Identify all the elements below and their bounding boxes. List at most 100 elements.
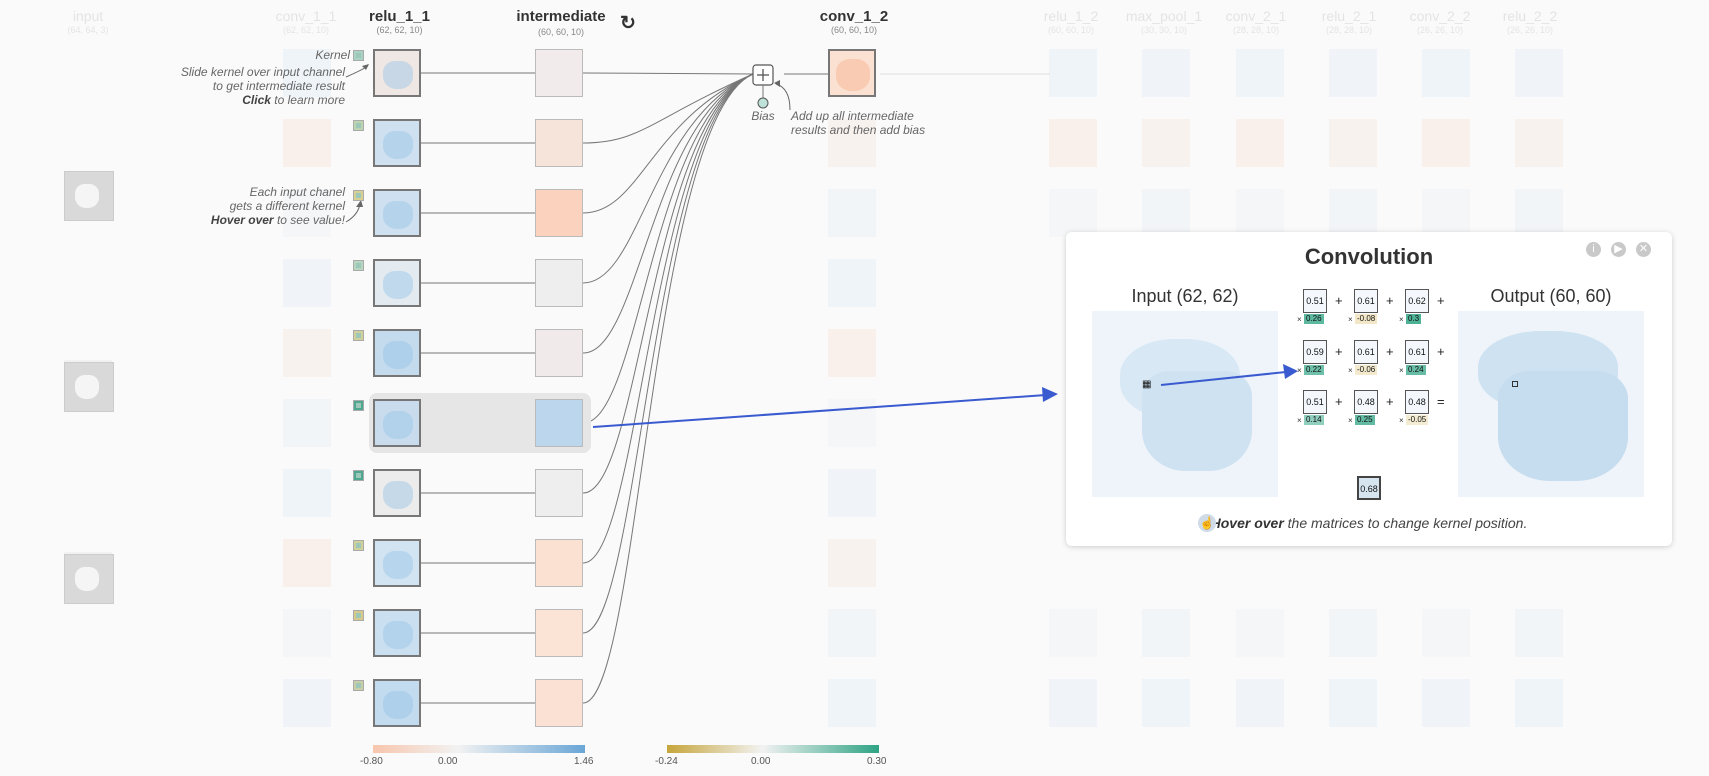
input-thumbnail-blue[interactable] <box>64 554 114 604</box>
kernel-weight-cell[interactable]: 0.26 <box>1304 314 1324 324</box>
info-icon[interactable]: i <box>1586 242 1601 257</box>
relu-1-1-channel-6[interactable] <box>373 469 421 517</box>
relu-1-1-channel-3[interactable] <box>373 259 421 307</box>
intermediate-channel-6[interactable] <box>535 469 583 517</box>
input-value-cell[interactable]: 0.61 <box>1354 289 1378 313</box>
faded-feature-map[interactable] <box>1049 189 1097 237</box>
relu-1-1-channel-5[interactable] <box>373 399 421 447</box>
faded-feature-map[interactable] <box>283 539 331 587</box>
faded-feature-map[interactable] <box>1515 49 1563 97</box>
faded-feature-map[interactable] <box>1049 609 1097 657</box>
faded-feature-map[interactable] <box>1049 119 1097 167</box>
faded-feature-map[interactable] <box>828 609 876 657</box>
faded-feature-map[interactable] <box>1142 609 1190 657</box>
kernel-icon-2[interactable] <box>353 190 364 201</box>
faded-feature-map[interactable] <box>1515 609 1563 657</box>
faded-feature-map[interactable] <box>1142 49 1190 97</box>
relu-1-1-channel-2[interactable] <box>373 189 421 237</box>
faded-feature-map[interactable] <box>1236 679 1284 727</box>
intermediate-channel-3[interactable] <box>535 259 583 307</box>
faded-feature-map[interactable] <box>828 329 876 377</box>
bias-node[interactable] <box>757 97 769 109</box>
faded-feature-map[interactable] <box>828 189 876 237</box>
faded-feature-map[interactable] <box>1329 679 1377 727</box>
intermediate-channel-5[interactable] <box>535 399 583 447</box>
kernel-weight-cell[interactable]: -0.05 <box>1406 415 1429 425</box>
faded-feature-map[interactable] <box>1422 189 1470 237</box>
faded-feature-map[interactable] <box>1515 679 1563 727</box>
kernel-weight-cell[interactable]: 0.14 <box>1304 415 1324 425</box>
input-value-cell[interactable]: 0.61 <box>1405 340 1429 364</box>
kernel-icon-8[interactable] <box>353 610 364 621</box>
input-value-cell[interactable]: 0.48 <box>1405 390 1429 414</box>
kernel-icon-6[interactable] <box>353 470 364 481</box>
input-value-cell[interactable]: 0.51 <box>1303 289 1327 313</box>
kernel-icon-7[interactable] <box>353 540 364 551</box>
faded-feature-map[interactable] <box>283 679 331 727</box>
faded-feature-map[interactable] <box>1422 609 1470 657</box>
output-matrix[interactable] <box>1458 311 1644 497</box>
faded-feature-map[interactable] <box>283 119 331 167</box>
faded-feature-map[interactable] <box>1329 119 1377 167</box>
result-value[interactable]: 0.68 <box>1357 476 1381 500</box>
faded-feature-map[interactable] <box>1236 119 1284 167</box>
input-value-cell[interactable]: 0.62 <box>1405 289 1429 313</box>
kernel-icon-0[interactable] <box>353 50 364 61</box>
faded-feature-map[interactable] <box>283 329 331 377</box>
faded-feature-map[interactable] <box>1515 189 1563 237</box>
faded-feature-map[interactable] <box>1329 49 1377 97</box>
intermediate-channel-8[interactable] <box>535 609 583 657</box>
input-thumbnail-green[interactable] <box>64 362 114 412</box>
kernel-weight-cell[interactable]: 0.25 <box>1355 415 1375 425</box>
faded-feature-map[interactable] <box>283 399 331 447</box>
relu-1-1-channel-9[interactable] <box>373 679 421 727</box>
conv-1-2-output-node[interactable] <box>828 49 876 97</box>
faded-feature-map[interactable] <box>1422 119 1470 167</box>
faded-feature-map[interactable] <box>283 189 331 237</box>
relu-1-1-channel-0[interactable] <box>373 49 421 97</box>
faded-feature-map[interactable] <box>1422 49 1470 97</box>
kernel-window-icon[interactable]: ▦ <box>1142 379 1152 390</box>
kernel-weight-cell[interactable]: 0.3 <box>1406 314 1422 324</box>
faded-feature-map[interactable] <box>828 539 876 587</box>
kernel-icon-5[interactable] <box>353 400 364 411</box>
input-thumbnail-red[interactable] <box>64 171 114 221</box>
faded-feature-map[interactable] <box>828 119 876 167</box>
input-value-cell[interactable]: 0.48 <box>1354 390 1378 414</box>
intermediate-channel-2[interactable] <box>535 189 583 237</box>
refresh-icon[interactable]: ↻ <box>620 13 636 34</box>
kernel-icon-9[interactable] <box>353 680 364 691</box>
faded-feature-map[interactable] <box>1329 609 1377 657</box>
faded-feature-map[interactable] <box>283 469 331 517</box>
faded-feature-map[interactable] <box>1236 609 1284 657</box>
faded-feature-map[interactable] <box>1515 119 1563 167</box>
input-value-cell[interactable]: 0.61 <box>1354 340 1378 364</box>
kernel-icon-4[interactable] <box>353 330 364 341</box>
faded-feature-map[interactable] <box>828 679 876 727</box>
faded-feature-map[interactable] <box>283 609 331 657</box>
relu-1-1-channel-7[interactable] <box>373 539 421 587</box>
faded-feature-map[interactable] <box>1142 189 1190 237</box>
relu-1-1-channel-1[interactable] <box>373 119 421 167</box>
faded-feature-map[interactable] <box>828 469 876 517</box>
kernel-icon-1[interactable] <box>353 120 364 131</box>
faded-feature-map[interactable] <box>1422 679 1470 727</box>
input-value-cell[interactable]: 0.59 <box>1303 340 1327 364</box>
close-icon[interactable]: ✕ <box>1636 242 1651 257</box>
relu-1-1-channel-8[interactable] <box>373 609 421 657</box>
kernel-icon-3[interactable] <box>353 260 364 271</box>
faded-feature-map[interactable] <box>1142 119 1190 167</box>
faded-feature-map[interactable] <box>828 259 876 307</box>
input-value-cell[interactable]: 0.51 <box>1303 390 1327 414</box>
faded-feature-map[interactable] <box>1049 49 1097 97</box>
faded-feature-map[interactable] <box>283 49 331 97</box>
kernel-weight-cell[interactable]: -0.08 <box>1355 314 1378 324</box>
play-icon[interactable]: ▶ <box>1611 242 1626 257</box>
intermediate-channel-4[interactable] <box>535 329 583 377</box>
intermediate-channel-9[interactable] <box>535 679 583 727</box>
intermediate-channel-7[interactable] <box>535 539 583 587</box>
faded-feature-map[interactable] <box>1329 189 1377 237</box>
intermediate-channel-1[interactable] <box>535 119 583 167</box>
input-matrix[interactable]: ▦ <box>1092 311 1278 497</box>
faded-feature-map[interactable] <box>1236 49 1284 97</box>
